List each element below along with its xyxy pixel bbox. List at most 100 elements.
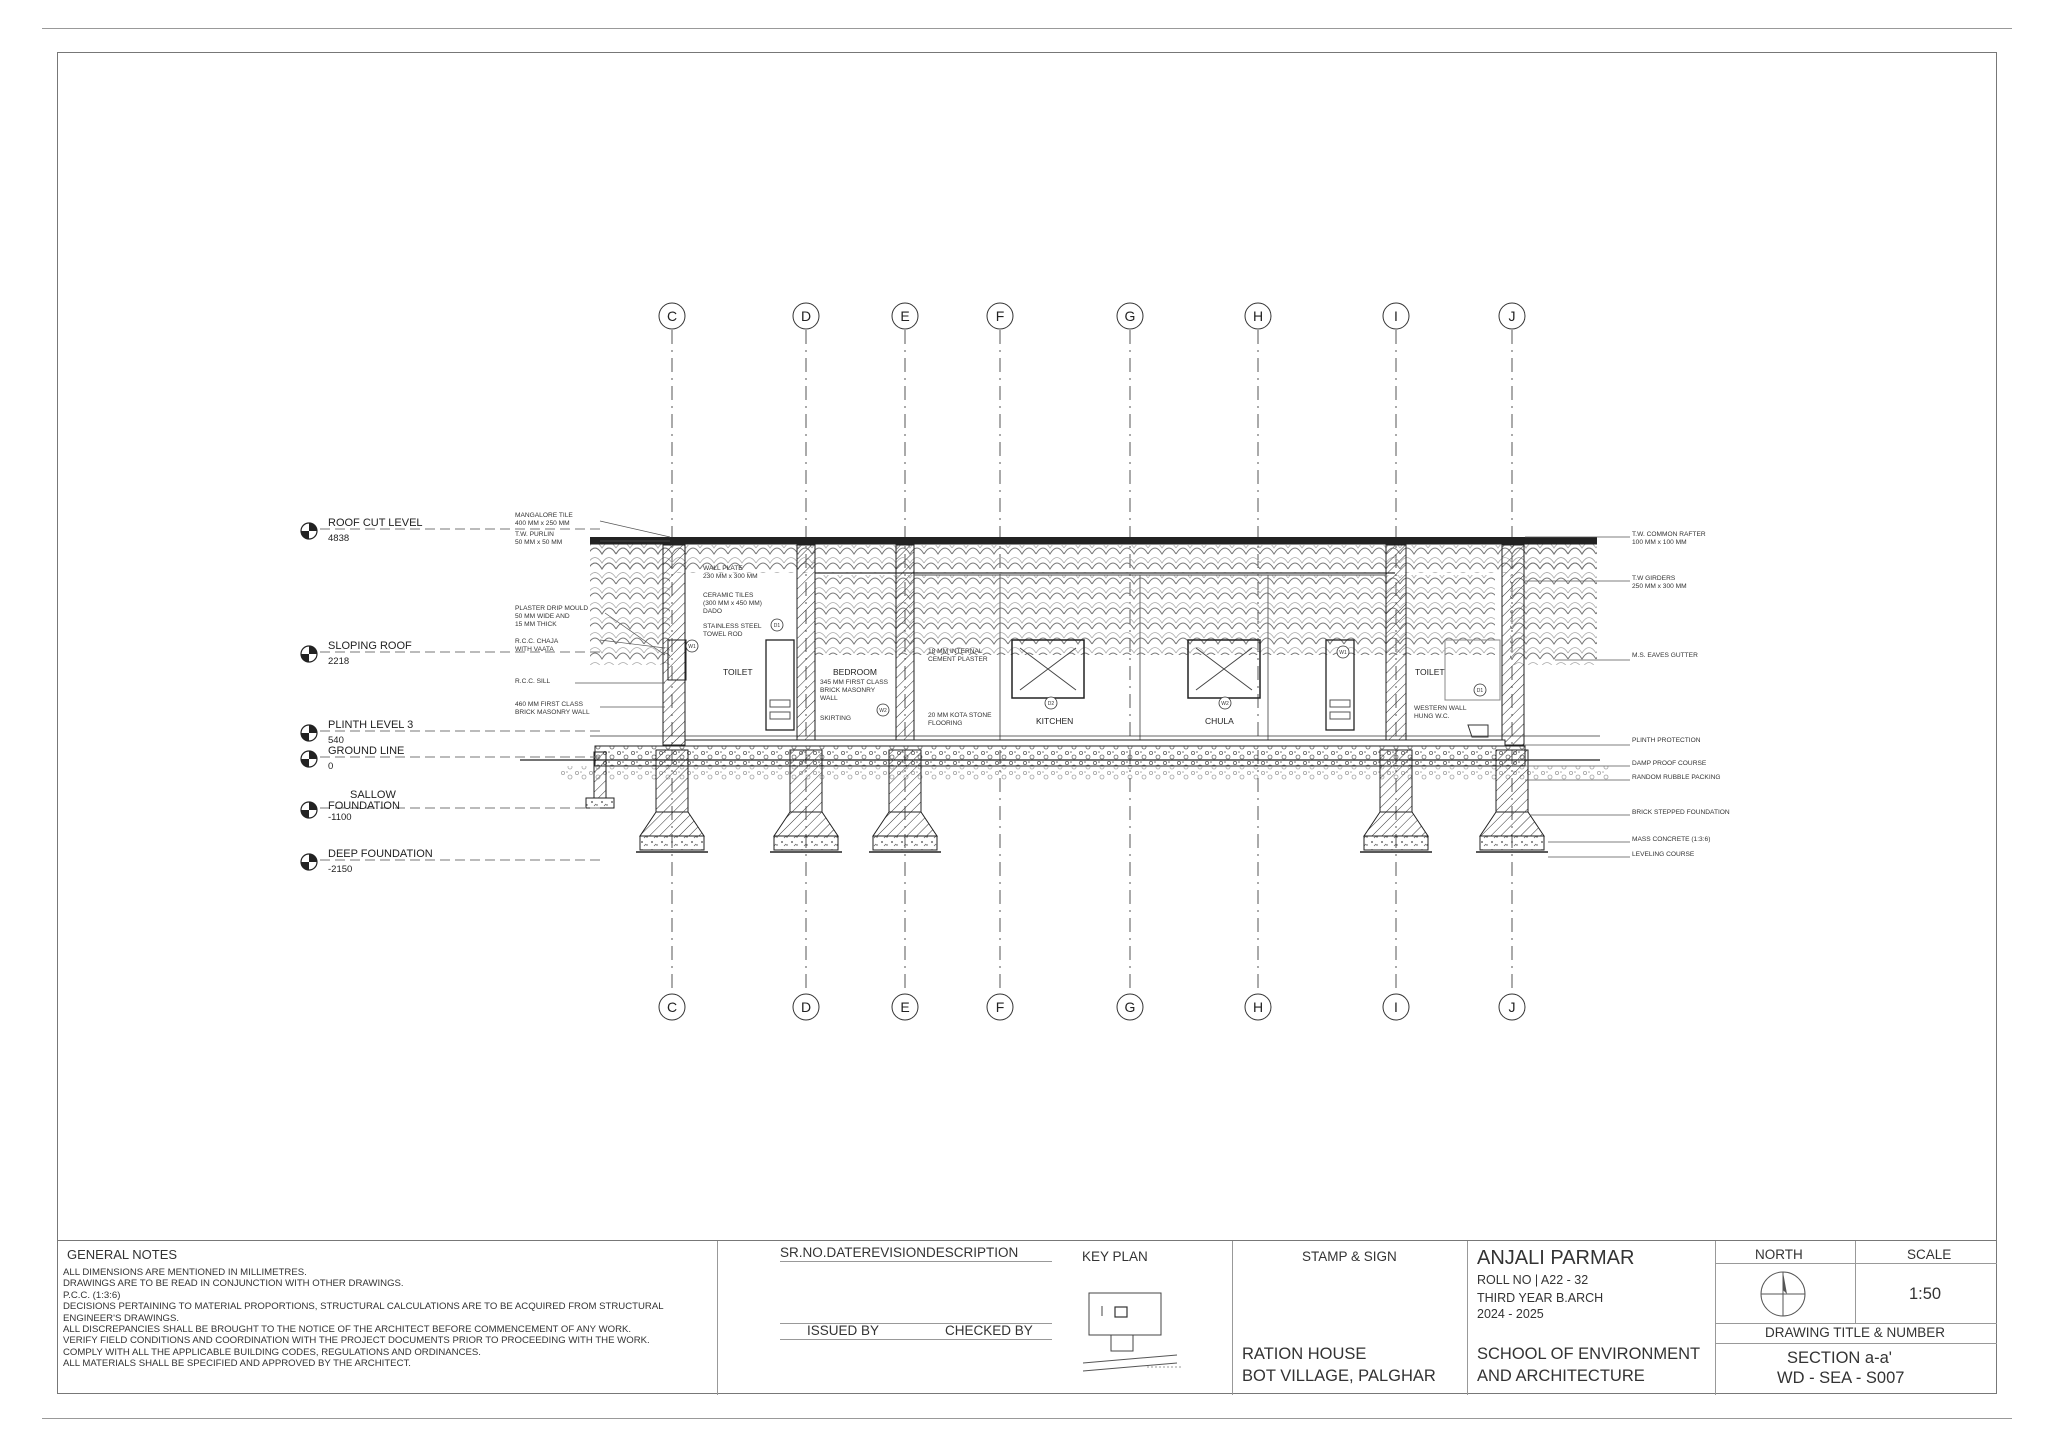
svg-text:W2: W2: [879, 708, 887, 714]
grid-label: E: [900, 308, 909, 324]
general-note: ALL DIMENSIONS ARE MENTIONED IN MILLIMET…: [63, 1267, 307, 1278]
grid-label: F: [996, 999, 1005, 1015]
grid-bubble-h-top: H: [1244, 302, 1272, 330]
project-name: RATION HOUSE: [1242, 1345, 1367, 1363]
annotation-interior: DADO: [703, 608, 723, 615]
tag-icon: W1: [685, 639, 699, 653]
grid-bubble-j-top: J: [1498, 302, 1526, 330]
annotation-right: 250 MM x 300 MM: [1632, 583, 1687, 590]
leader-line: [604, 612, 666, 656]
drawing-title-label: DRAWING TITLE & NUMBER: [1765, 1325, 1946, 1340]
room-label: CHULA: [1205, 716, 1234, 726]
toilet-door-panel-2: [769, 711, 791, 720]
annotation-interior: (300 MM x 450 MM): [703, 600, 762, 607]
tag-icon: D2: [1044, 696, 1058, 710]
annotation-interior: FLOORING: [928, 720, 963, 727]
tag-icon: D1: [1473, 683, 1487, 697]
general-notes-cell: GENERAL NOTES ALL DIMENSIONS ARE MENTION…: [57, 1241, 717, 1395]
shallow-footing: [585, 751, 615, 809]
revision-rule: [780, 1339, 1052, 1340]
footing: [1360, 749, 1432, 853]
annotation-interior: HUNG W.C.: [1414, 713, 1450, 720]
general-note: ALL MATERIALS SHALL BE SPECIFIED AND APP…: [63, 1358, 411, 1370]
room-label: TOILET: [1415, 667, 1445, 677]
wall-i: [1385, 544, 1407, 746]
level-name: SALLOW: [350, 789, 396, 801]
annotation-right: PLINTH PROTECTION: [1632, 737, 1701, 744]
grid-bubble-c-bottom: C: [658, 993, 686, 1021]
annotation-interior: WALL: [820, 695, 838, 702]
level-marker-icon: [300, 853, 600, 871]
annotation-left: BRICK MASONRY WALL: [515, 709, 590, 716]
revision-rule: [780, 1323, 1052, 1324]
tag-icon: W2: [876, 703, 890, 717]
grid-label: H: [1253, 999, 1263, 1015]
grid-bubble-f-bottom: F: [986, 993, 1014, 1021]
grid-bubble-d-bottom: D: [792, 993, 820, 1021]
sheet-top-rule: [42, 28, 2012, 29]
level-marker-icon: [300, 801, 600, 819]
grid-bubble-g-top: G: [1116, 302, 1144, 330]
annotation-left: PLASTER DRIP MOULD: [515, 605, 589, 612]
roof-slab: [590, 537, 1597, 544]
room-label: KITCHEN: [1036, 716, 1074, 726]
annotation-interior: TOWEL ROD: [703, 631, 743, 638]
kitchen-window-cross: [1019, 647, 1077, 691]
sheet-info-cell: NORTH SCALE 1:50 DRAWING TITLE & NUMBER …: [1715, 1241, 1997, 1395]
key-plan-diagram: [1082, 1292, 1182, 1372]
general-note: ENGINEER'S DRAWINGS.: [63, 1312, 180, 1324]
annotation-left: WITH VAATA: [515, 646, 554, 653]
annotation-left: R.C.C. SILL: [515, 678, 551, 685]
general-note: VERIFY FIELD CONDITIONS AND COORDINATION…: [63, 1335, 650, 1347]
revision-cell: SR.NO.DATEREVISIONDESCRIPTION ISSUED BY …: [717, 1241, 1057, 1395]
student-name: ANJALI PARMAR: [1477, 1247, 1635, 1269]
divider: [1715, 1241, 1716, 1395]
general-notes-title: GENERAL NOTES: [67, 1247, 178, 1262]
annotation-right: 100 MM x 100 MM: [1632, 539, 1687, 546]
annotation-right: LEVELING COURSE: [1632, 851, 1695, 858]
sheet-bottom-rule: [42, 1418, 2012, 1419]
tag-icon: D1: [770, 618, 784, 632]
annotation-right: T.W GIRDERS: [1632, 575, 1676, 582]
wall-c: [662, 544, 686, 746]
wall-j: [1501, 544, 1525, 746]
general-note: DRAWINGS ARE TO BE READ IN CONJUNCTION W…: [63, 1278, 404, 1290]
key-plan-cell: KEY PLAN: [1057, 1241, 1232, 1395]
chula-window-cross: [1195, 647, 1253, 691]
annotation-right: BRICK STEPPED FOUNDATION: [1632, 809, 1730, 816]
annotation-left: 400 MM x 250 MM: [515, 520, 570, 527]
annotation-interior: SKIRTING: [820, 715, 852, 722]
grid-label: I: [1394, 308, 1398, 324]
grid-bubble-e-top: E: [891, 302, 919, 330]
revision-header: SR.NO.DATEREVISIONDESCRIPTION: [780, 1245, 1019, 1260]
year: THIRD YEAR B.ARCH: [1477, 1291, 1604, 1305]
wall-e: [895, 544, 915, 746]
grid-label: F: [996, 308, 1005, 324]
annotation-left: 460 MM FIRST CLASS: [515, 701, 584, 708]
room-label: TOILET: [723, 667, 753, 677]
svg-text:D2: D2: [1048, 701, 1055, 707]
leader-line: [599, 520, 671, 538]
grid-label: J: [1509, 308, 1516, 324]
tag-icon: W1: [1336, 645, 1350, 659]
checked-by-label: CHECKED BY: [945, 1323, 1033, 1338]
footing: [869, 749, 941, 853]
annotation-interior: STAINLESS STEEL: [703, 623, 762, 630]
footing: [1476, 749, 1548, 853]
annotation-right: M.S. EAVES GUTTER: [1632, 652, 1698, 659]
annotation-left: MANGALORE TILE: [515, 512, 573, 519]
general-notes-list: ALL DIMENSIONS ARE MENTIONED IN MILLIMET…: [63, 1267, 723, 1370]
annotation-left: R.C.C. CHAJA: [515, 638, 559, 645]
level-name: GROUND LINE: [328, 745, 405, 757]
project-location: BOT VILLAGE, PALGHAR: [1242, 1367, 1436, 1385]
grid-label: H: [1253, 308, 1263, 324]
grid-bubble-j-bottom: J: [1498, 993, 1526, 1021]
left-chaja-window: [667, 639, 687, 681]
annotation-interior: 345 MM FIRST CLASS: [820, 679, 889, 686]
grid-bubble-g-bottom: G: [1116, 993, 1144, 1021]
footing: [770, 749, 842, 853]
annotation-left: 50 MM WIDE AND: [515, 613, 570, 620]
svg-text:D1: D1: [774, 623, 781, 629]
annotation-interior: 230 MM x 300 MM: [703, 573, 758, 580]
general-note: ALL DISCREPANCIES SHALL BE BROUGHT TO TH…: [63, 1324, 632, 1336]
